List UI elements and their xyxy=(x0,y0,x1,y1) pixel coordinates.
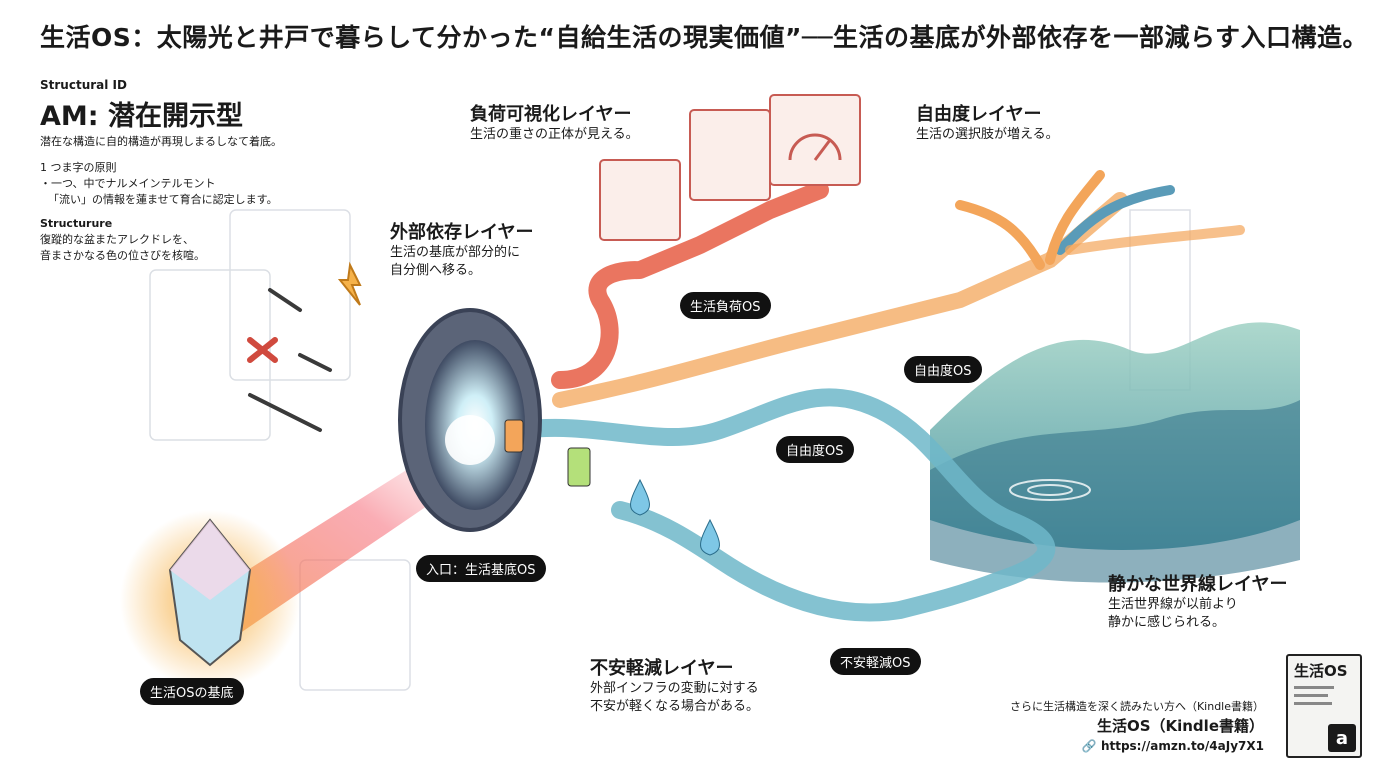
structural-id-label: Structural ID xyxy=(40,78,127,92)
external-layer-desc: 自分側へ移る。 xyxy=(390,263,482,278)
anxiety-layer-desc: 外部インフラの変動に対する xyxy=(590,681,759,696)
water-path xyxy=(511,388,1056,622)
external-layer: 外部依存レイヤー 生活の基底が部分的に 自分側へ移る。 xyxy=(390,218,533,280)
page-title: 生活OS：太陽光と井戸で暮らして分かった“自給生活の現実価値”──生活の基底が外… xyxy=(40,23,1368,52)
dashboard-panels xyxy=(599,94,861,241)
external-layer-desc: 生活の基底が部分的に xyxy=(390,245,521,260)
quiet-layer-title: 静かな世界線レイヤー xyxy=(1108,574,1288,595)
structure-line: 復蹤的な盆またアレクドレを、 xyxy=(40,233,194,246)
principle-title: 1 つま字の原則 xyxy=(40,161,117,174)
link-icon: 🔗 xyxy=(1081,739,1101,753)
structure-title: Structurure xyxy=(40,217,113,230)
anxiety-layer-title: 不安軽減レイヤー xyxy=(590,658,734,679)
branch-arrows xyxy=(955,170,1245,270)
wave-landscape xyxy=(930,322,1300,583)
load-layer-desc: 生活の重さの正体が見える。 xyxy=(470,127,639,142)
gauge-icon xyxy=(788,133,842,161)
structural-id-desc: 潜在な構造に自的構造が再現しまるしなて着底。 xyxy=(40,135,282,148)
freedom-os-pill-2: 自由度OS xyxy=(776,436,854,463)
load-layer-title: 負荷可視化レイヤー xyxy=(470,104,632,125)
freedom-os-pill: 自由度OS xyxy=(904,356,982,383)
kindle-book-title[interactable]: 生活OS（Kindle書籍） xyxy=(1096,717,1264,735)
principle-block: 1 つま字の原則 ・一つ、中でナルメインテルモント 「流い」の情報を蓮ませて育合… xyxy=(40,160,340,208)
base-pill: 生活OSの基底 xyxy=(140,678,244,705)
book-cover[interactable]: 生活OS a xyxy=(1286,654,1362,758)
anxiety-os-pill: 不安軽減OS xyxy=(830,648,921,675)
entry-os-pill: 入口：生活基底OS xyxy=(416,555,546,582)
external-layer-title: 外部依存レイヤー xyxy=(390,222,534,243)
kindle-url[interactable]: https://amzn.to/4aJy7X1 xyxy=(1100,739,1264,753)
load-os-pill: 生活負荷OS xyxy=(680,292,771,319)
structure-line: 音まさかなる色の位さびを核喧。 xyxy=(40,249,205,262)
quiet-layer: 静かな世界線レイヤー 生活世界線が以前より 静かに感じられる。 xyxy=(1108,570,1287,632)
book-cover-title: 生活OS xyxy=(1294,662,1348,680)
freedom-layer: 自由度レイヤー 生活の選択肢が増える。 xyxy=(916,100,1059,144)
quiet-layer-desc: 静かに感じられる。 xyxy=(1108,615,1226,630)
structural-id-name: AM: 潜在開示型 xyxy=(40,101,243,132)
portal-ring xyxy=(398,308,542,532)
anxiety-layer-desc: 不安が軽くなる場合がある。 xyxy=(590,699,760,714)
kindle-link[interactable]: 🔗 https://amzn.to/4aJy7X1 xyxy=(1082,739,1264,753)
anxiety-layer: 不安軽減レイヤー 外部インフラの変動に対する 不安が軽くなる場合がある。 xyxy=(590,654,759,716)
quiet-layer-desc: 生活世界線が以前より xyxy=(1108,597,1238,612)
crystal-base xyxy=(120,510,300,690)
kindle-promo-line: さらに生活構造を深く読みたい方へ（Kindle書籍） xyxy=(1009,700,1264,713)
freedom-layer-desc: 生活の選択肢が増える。 xyxy=(916,127,1059,142)
load-layer: 負荷可視化レイヤー 生活の重さの正体が見える。 xyxy=(470,100,639,144)
resource-icons xyxy=(504,419,720,556)
amazon-icon: a xyxy=(1328,724,1356,752)
infrastructure-icons xyxy=(247,261,362,432)
principle-line: ・一つ、中でナルメインテルモント xyxy=(40,177,216,190)
principle-line: 「流い」の情報を蓮ませて育合に認定します。 xyxy=(48,193,278,206)
structure-block: Structurure 復蹤的な盆またアレクドレを、 音まさかなる色の位さびを核… xyxy=(40,216,340,264)
freedom-path xyxy=(552,192,1128,408)
freedom-layer-title: 自由度レイヤー xyxy=(916,104,1042,125)
load-path xyxy=(551,181,829,389)
